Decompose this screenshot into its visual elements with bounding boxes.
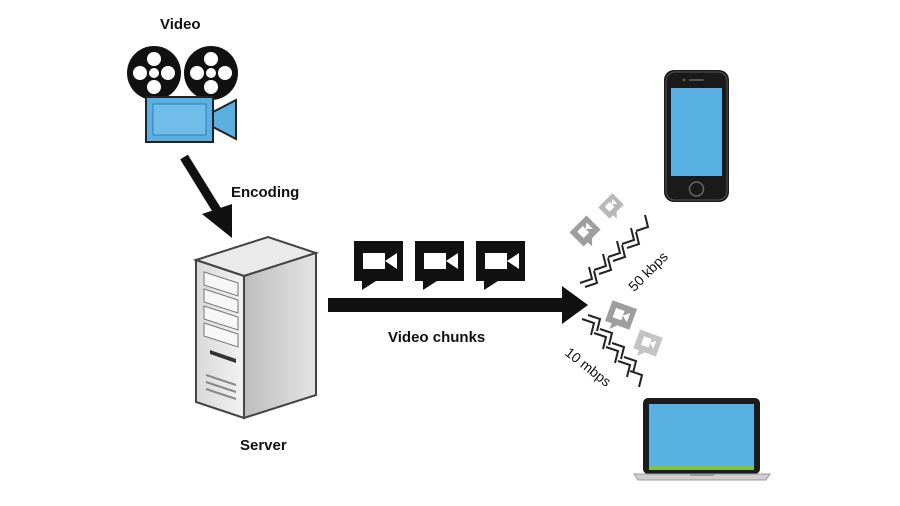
video-chunks-label: Video chunks: [388, 329, 486, 346]
video-chunk-icon: [354, 241, 403, 290]
encoding-label: Encoding: [231, 184, 300, 201]
grey-chunk-icon: [569, 215, 601, 247]
server-icon: [192, 235, 320, 420]
server-label: Server: [240, 437, 287, 454]
encoding-arrow: [180, 154, 232, 238]
chunks-arrow: [328, 286, 588, 324]
upstream-chevrons: [579, 214, 650, 288]
laptop-icon: [633, 398, 771, 481]
video-chunk-icon: [476, 241, 525, 290]
video-camera-icon: [127, 46, 238, 143]
downstream-chevrons: [581, 314, 644, 388]
smartphone-icon: [664, 70, 729, 202]
grey-chunk-icon: [633, 329, 663, 357]
video-label: Video: [160, 16, 201, 33]
grey-chunk-icon: [605, 300, 637, 330]
grey-chunk-icon: [598, 193, 624, 219]
video-chunk-icon: [415, 241, 464, 290]
